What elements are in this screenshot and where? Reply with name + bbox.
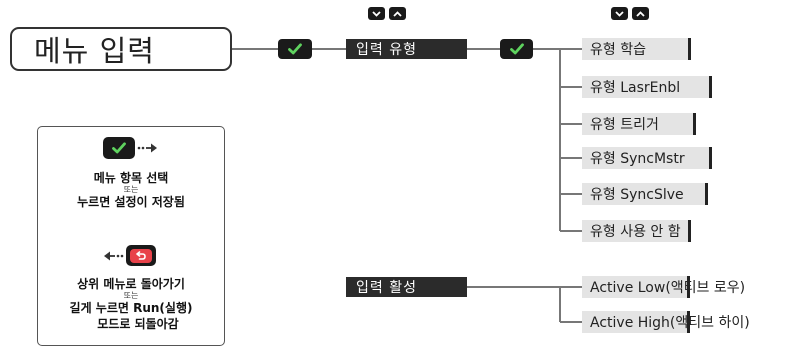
legend-or-text: 또는 [123,185,139,194]
type-option-syncslve[interactable]: 유형 SyncSlve [582,183,708,205]
type-option-label: 유형 SyncMstr [590,151,685,167]
type-option-label: 유형 학습 [590,42,646,58]
type-option-lasrenbl[interactable]: 유형 LasrEnbl [582,76,712,98]
legend-enter-button [103,137,135,159]
dotted-arrow-icon [137,143,157,153]
legend-hold-text: 길게 누르면 Run(실행) [69,301,193,315]
active-option-label: Active High(액티브 하이) [590,315,750,331]
type-option-disabled[interactable]: 유형 사용 안 함 [582,220,691,242]
type-option-label: 유형 LasrEnbl [590,80,681,96]
check-icon [112,142,126,154]
input-active-item[interactable]: 입력 활성 [346,277,467,297]
chevron-down-icon [615,10,624,17]
up-key-1[interactable] [389,7,406,20]
check-icon [288,43,302,55]
up-key-2[interactable] [632,7,649,20]
dotted-arrow-left-icon [104,251,124,261]
chevron-down-icon [372,10,381,17]
enter-button-2[interactable] [500,39,533,59]
type-option-label: 유형 트리거 [590,117,659,133]
input-type-label: 입력 유형 [356,42,417,58]
down-key-2[interactable] [611,7,628,20]
down-key-1[interactable] [368,7,385,20]
type-option-teach[interactable]: 유형 학습 [582,38,691,60]
legend-select-text: 메뉴 항목 선택 [93,171,169,185]
check-icon [509,43,524,55]
active-option-label: Active Low(액티브 로우) [590,280,746,296]
chevron-up-icon [393,10,402,17]
legend-save-text: 누르면 설정이 저장됨 [77,195,185,209]
menu-input-title: 메뉴 입력 [10,27,232,71]
input-active-label: 입력 활성 [356,280,417,296]
type-option-syncmstr[interactable]: 유형 SyncMstr [582,147,712,169]
menu-input-title-text: 메뉴 입력 [34,34,155,68]
back-arrow-icon [136,251,146,260]
active-option-low[interactable]: Active Low(액티브 로우) [582,276,745,298]
legend-or-text: 또는 [123,291,139,300]
chevron-up-icon [636,10,645,17]
enter-button-1[interactable] [278,39,312,59]
button-legend: 메뉴 항목 선택 또는 누르면 설정이 저장됨 상위 메뉴로 돌아가기 또는 길… [37,126,225,346]
legend-back-button [126,245,156,266]
type-option-label: 유형 사용 안 함 [590,224,681,240]
active-option-high[interactable]: Active High(액티브 하이) [582,311,750,333]
type-option-label: 유형 SyncSlve [590,187,684,203]
legend-back-text: 상위 메뉴로 돌아가기 [77,277,185,291]
input-type-item[interactable]: 입력 유형 [346,39,467,59]
legend-run-mode-text: 모드로 되돌아감 [97,317,179,331]
type-option-trigger[interactable]: 유형 트리거 [582,113,696,135]
